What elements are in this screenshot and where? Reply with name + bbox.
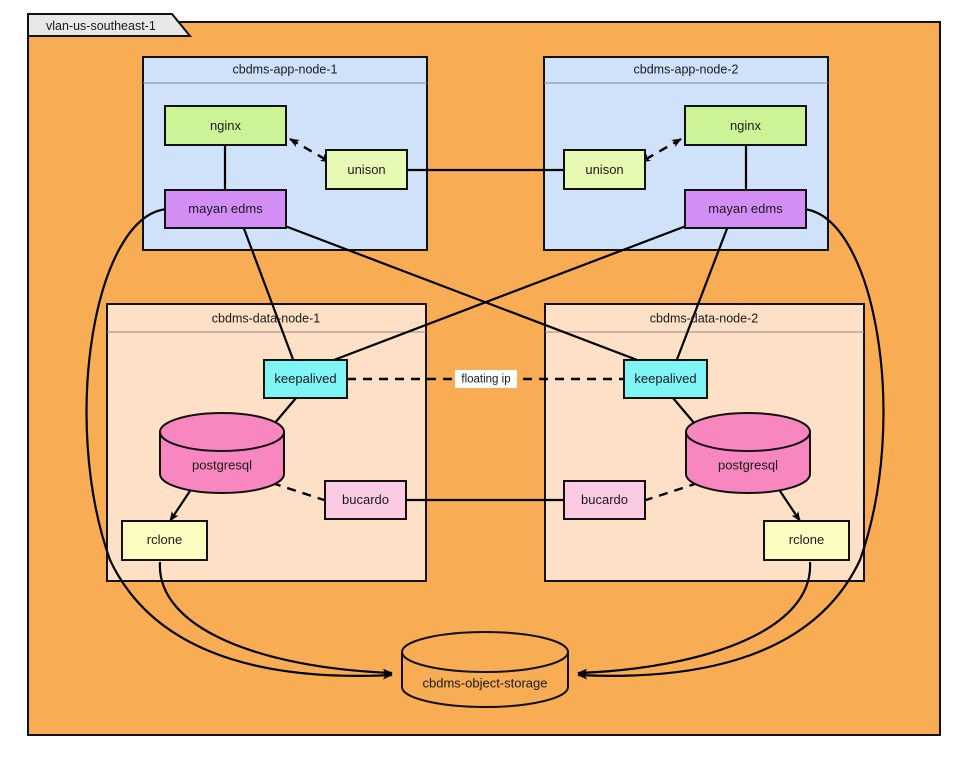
edge-rcl1-objstore [158,561,393,677]
node-label-mayan1: mayan edms [188,201,263,216]
edge-mayan2-keep2 [674,225,730,363]
node-bucardo2[interactable] [563,480,646,520]
group-title-data-node-2: cbdms-data-node-2 [650,311,758,325]
node-label-unison2: unison [585,162,623,177]
node-label-keepalived1: keepalived [274,371,336,386]
edge-mayan1-objstore [85,207,393,680]
node-mayan1[interactable] [164,189,287,229]
node-label-bucardo1: bucardo [342,492,389,507]
node-object-storage[interactable] [401,631,569,708]
node-label-rclone1: rclone [147,532,182,547]
edge-nginx2-unison2 [640,137,682,164]
node-label-unison1: unison [347,162,385,177]
node-unison2[interactable] [563,149,646,190]
edge-mayan1-keep1 [241,225,296,363]
node-keepalived1[interactable] [263,359,348,399]
node-label-keepalived2: keepalived [634,371,696,386]
node-nginx1[interactable] [164,105,287,146]
edge-mayan2-objstore [577,207,885,680]
edge-layer [85,137,885,680]
node-keepalived2[interactable] [623,359,708,399]
node-label-bucardo2: bucardo [581,492,628,507]
edge-rcl2-objstore [577,561,812,677]
group-title-data-node-1: cbdms-data-node-1 [212,311,320,325]
node-nginx2[interactable] [684,105,807,146]
node-label-mayan2: mayan edms [708,201,783,216]
vlan-boundary-label: vlan-us-southeast-1 [46,19,156,33]
edge-nginx1-unison1 [289,137,331,164]
edge-mayan1-keep2 [284,224,646,365]
node-mayan2[interactable] [684,189,807,229]
node-label-object-storage: cbdms-object-storage [423,675,548,690]
node-postgresql2[interactable] [685,412,811,494]
node-label-nginx1: nginx [210,118,242,133]
group-title-app-node-1: cbdms-app-node-1 [233,62,338,76]
floating-ip-label: floating ip [461,374,510,386]
node-rclone1[interactable] [121,520,208,561]
node-label-postgresql1: postgresql [192,457,252,472]
edge-label-floating-ip: floating ip [455,370,517,388]
node-label-nginx2: nginx [730,118,762,133]
group-title-app-node-2: cbdms-app-node-2 [634,62,739,76]
node-label-rclone2: rclone [789,532,824,547]
node-bucardo1[interactable] [324,480,407,520]
edge-mayan2-keep1 [325,224,687,365]
node-postgresql1[interactable] [159,412,285,494]
node-rclone2[interactable] [763,520,850,561]
node-label-postgresql2: postgresql [718,457,778,472]
node-unison1[interactable] [325,149,408,190]
